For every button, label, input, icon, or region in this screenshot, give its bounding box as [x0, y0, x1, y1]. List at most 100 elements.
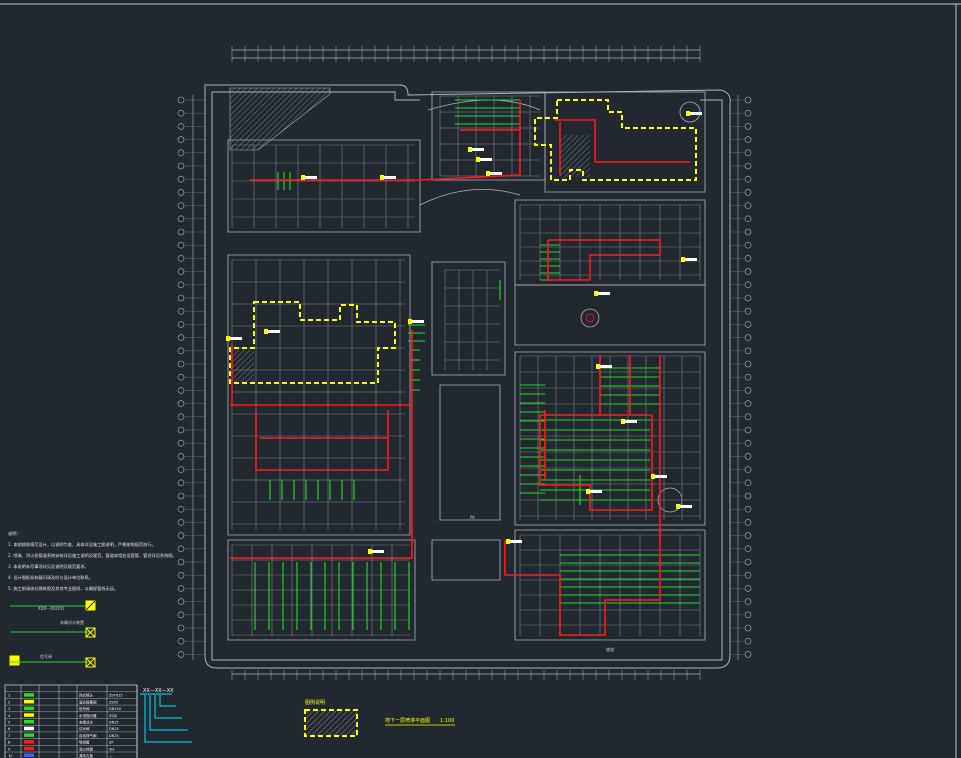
schedule-cell: 5 — [8, 721, 10, 725]
legend-label-2: 末端试水装置 — [60, 619, 84, 625]
axis-bubble — [177, 519, 185, 526]
pipe-tag — [372, 550, 384, 553]
valve-symbol — [596, 364, 600, 369]
axis-bubble — [177, 268, 185, 275]
equipment-tags — [226, 111, 702, 554]
drawing-frame — [0, 3, 961, 758]
axis-bubble — [744, 334, 752, 341]
schedule-cell: 2 — [8, 700, 10, 704]
building-block — [514, 351, 706, 526]
axis-bubble — [744, 453, 752, 460]
pipe-tag — [625, 420, 637, 423]
building-blocks — [227, 91, 706, 641]
note-line-2: 2. 喷淋、消火栓管道系统安装详见施工说明及规范，管道穿墙处设套管，管径详见系统… — [8, 552, 177, 559]
axis-bubble — [177, 611, 185, 619]
schedule-cell: 湿式报警阀 — [79, 699, 97, 704]
schedule-cell: DN25 — [109, 721, 119, 725]
valve-symbol — [380, 175, 384, 180]
axis-bubble — [177, 321, 185, 328]
axis-bubble — [744, 123, 752, 130]
axis-bubble — [177, 624, 185, 632]
valve-symbol — [301, 175, 305, 180]
axis-bubble — [744, 426, 752, 434]
axis-bubble — [744, 321, 752, 328]
schedule-cell: 消火栓管 — [79, 746, 93, 751]
axis-bubble — [744, 611, 752, 619]
axis-bubble — [744, 307, 752, 315]
schedule-cell: 9 — [8, 747, 10, 751]
building-block — [514, 199, 706, 286]
note-line-1: 1. 本图按照规范设计，以说明为准，具体详见施工图说明，严格按照规范执行。 — [8, 541, 156, 548]
note-line-5: 5. 施工前请核对建筑图及其他专业图纸，以确保管线无误。 — [8, 585, 118, 592]
axis-bubble — [744, 585, 752, 592]
schedule-cell: 7 — [8, 734, 10, 738]
axis-bubble — [744, 294, 752, 302]
axis-bubble — [177, 400, 185, 407]
axis-bubble — [177, 492, 185, 500]
pipe-tag — [598, 292, 610, 295]
note-line-4: 4. 设计图纸如有疑问请及时与设计单位联系。 — [8, 574, 93, 581]
schedule-symbol — [24, 720, 34, 724]
axis-bubble — [177, 479, 185, 487]
building-block — [431, 539, 501, 581]
pipe-tag — [685, 258, 697, 261]
axis-bubble — [744, 228, 752, 236]
schedule-cell: 信号阀 — [79, 706, 90, 711]
axis-bubble — [744, 558, 752, 566]
highlight-zones — [229, 99, 697, 384]
axis-bubble — [744, 109, 752, 117]
axis-bubble — [744, 413, 752, 421]
axis-bubble — [744, 532, 752, 539]
axis-bubble — [744, 492, 752, 500]
axis-bubble — [177, 571, 185, 579]
valve-symbol — [368, 549, 372, 554]
schedule-cell: 末端试水 — [79, 720, 93, 725]
axis-bubble — [177, 387, 185, 394]
axis-bubble — [177, 347, 185, 355]
hatched-area-legend: 图例说明 — [304, 699, 358, 737]
fire-main-pipes — [230, 100, 690, 636]
notes-title: 说明： — [8, 530, 21, 537]
schedule-cell: 4 — [8, 714, 11, 718]
axis-bubble — [744, 281, 752, 289]
axis-bubble — [177, 255, 185, 262]
pipe-tag — [230, 337, 242, 340]
valve-symbol — [486, 171, 490, 176]
building-block — [514, 529, 706, 641]
axis-bubble — [744, 268, 752, 275]
axis-bubble — [744, 637, 752, 645]
pipe-tag — [268, 330, 280, 333]
axis-bubble — [744, 136, 752, 143]
axis-bubble — [177, 149, 185, 157]
schedule-cell: 10 — [8, 754, 12, 758]
building-block — [439, 384, 501, 521]
axis-bubble — [177, 413, 185, 421]
axis-bubble — [177, 334, 185, 341]
plan-title: 地下一层喷淋平面图 — [385, 717, 430, 724]
axis-bubble — [177, 215, 185, 223]
valve-symbol — [468, 147, 472, 152]
axis-bubble — [177, 466, 185, 473]
pipe-tag — [412, 320, 424, 323]
axis-grid — [177, 46, 752, 680]
schedule-cell: ZSFZ — [109, 700, 119, 704]
axis-bubble — [744, 598, 752, 605]
schedule-symbol — [24, 713, 34, 717]
schedule-symbol — [24, 733, 34, 737]
pipe-tag — [480, 158, 492, 161]
axis-bubble — [177, 202, 185, 209]
axis-bubble — [177, 558, 185, 566]
axis-bubble — [744, 360, 752, 368]
symbol-legend: XXX—XX(XX) 末端试水装置 信号阀 — [9, 600, 96, 668]
axis-bubble — [177, 162, 185, 170]
axis-bubble — [744, 215, 752, 223]
pa-label: PA — [470, 515, 475, 520]
schedule-cell: 减压孔板 — [79, 753, 93, 758]
building-block — [227, 254, 411, 536]
axis-bubble — [177, 175, 185, 183]
pipe-tag — [510, 540, 522, 543]
schedule-symbol — [24, 746, 34, 751]
axis-bubble — [744, 651, 752, 658]
